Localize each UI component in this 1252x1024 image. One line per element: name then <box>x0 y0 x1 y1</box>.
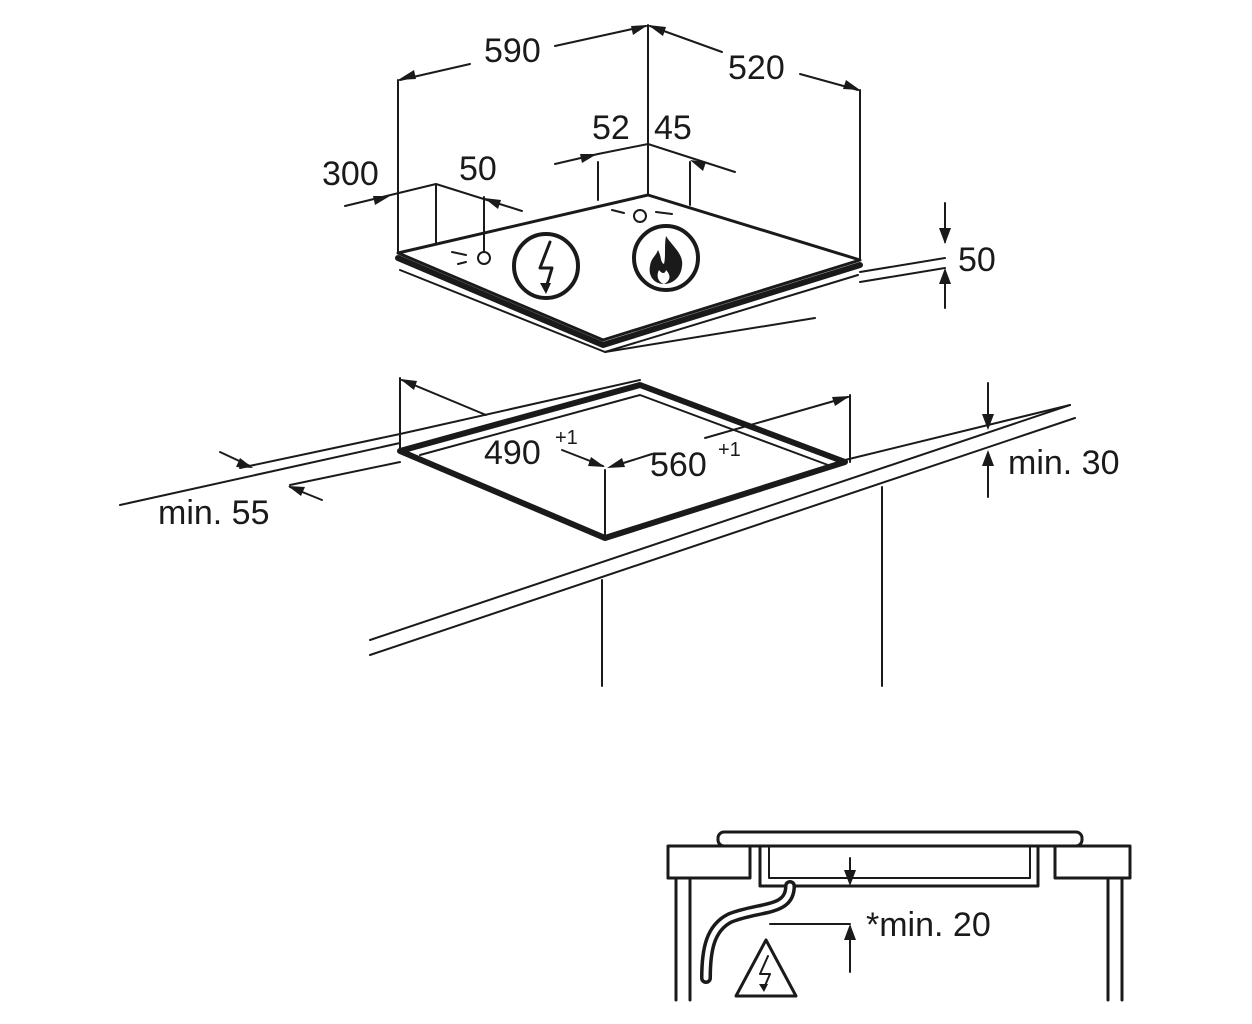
section-detail-drawing <box>666 830 1132 1002</box>
label-control-offset-small: 50 <box>459 150 497 188</box>
control-knob-right <box>611 209 673 223</box>
flame-icon <box>632 224 700 292</box>
label-cutout-width-tolerance: +1 <box>718 439 741 461</box>
worktop-drawing <box>119 377 1076 687</box>
label-min-clearance: *min. 20 <box>866 906 991 944</box>
dimension-lines-hob <box>344 24 951 309</box>
label-control-offset-left: 300 <box>322 155 379 193</box>
label-hob-depth: 520 <box>728 49 785 87</box>
lightning-bolt-icon <box>512 232 580 300</box>
label-hob-height: 50 <box>958 241 996 279</box>
label-cutout-width: 560 <box>650 446 707 484</box>
label-cutout-depth: 490 <box>484 434 541 472</box>
label-hob-width: 590 <box>484 32 541 70</box>
label-cutout-depth-tolerance: +1 <box>555 427 578 449</box>
label-min-front: min. 55 <box>158 494 270 532</box>
electrical-warning-triangle-icon <box>734 938 798 998</box>
label-burner-gap-right: 45 <box>654 109 692 147</box>
dimension-lines-cutout <box>219 379 994 501</box>
label-min-rear: min. 30 <box>1008 444 1120 482</box>
control-knob-left <box>451 251 491 265</box>
label-burner-gap-left: 52 <box>592 109 630 147</box>
